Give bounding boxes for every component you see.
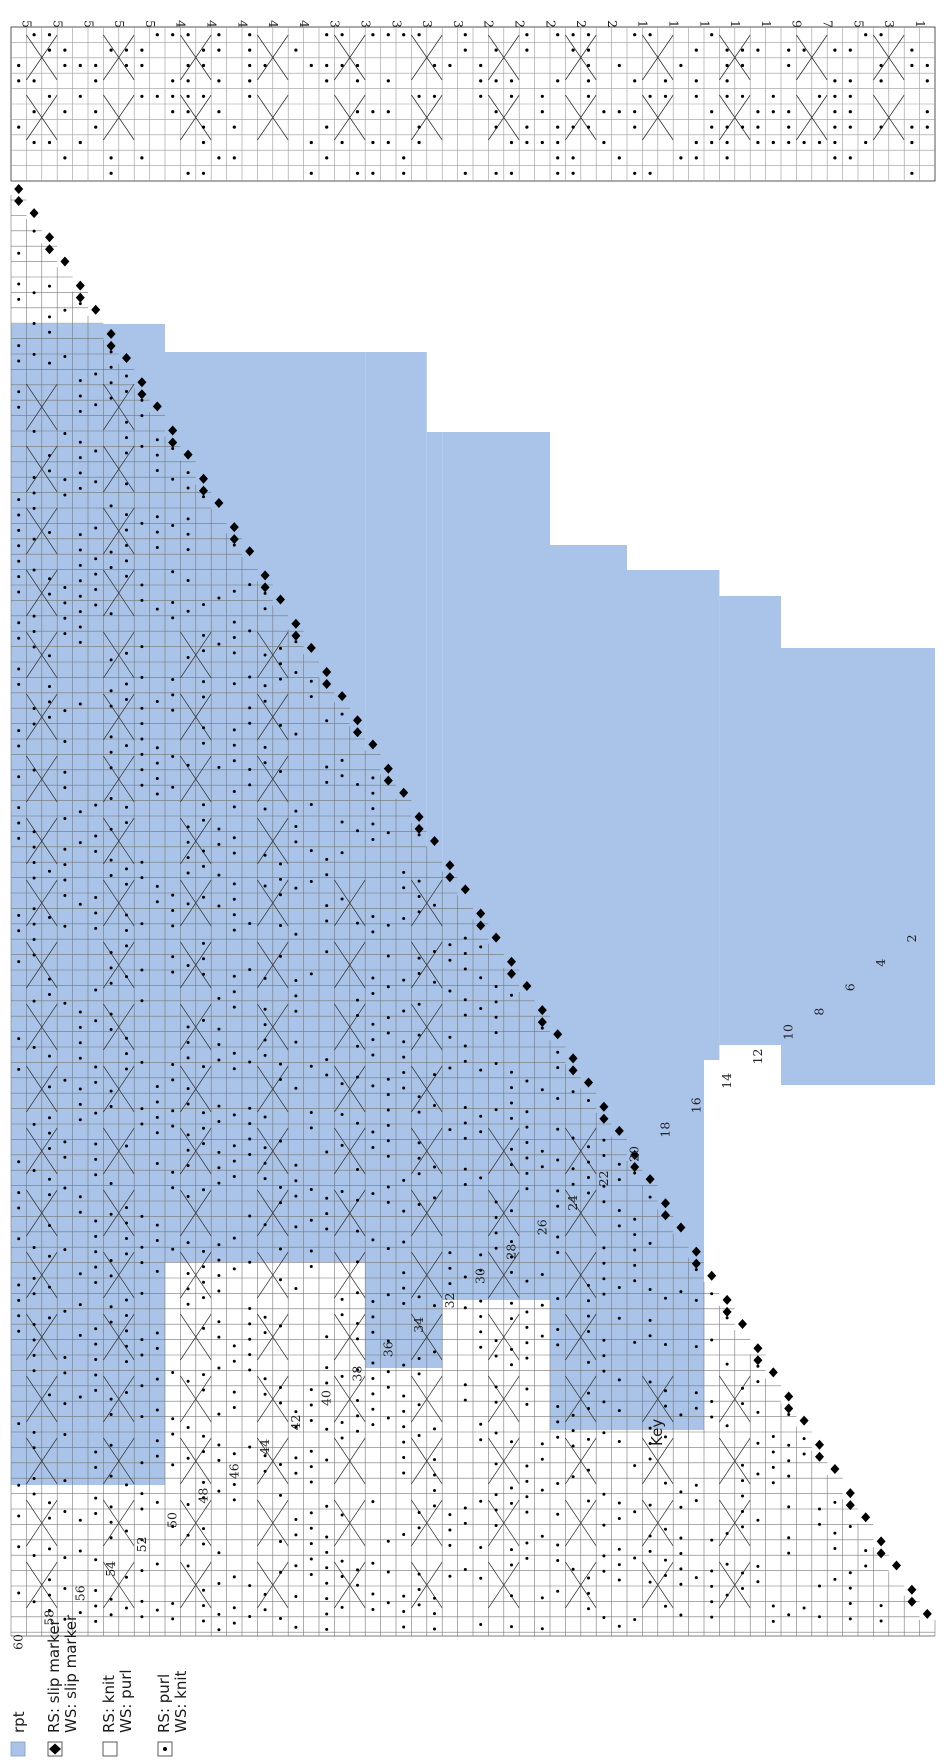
row-number: 22 bbox=[596, 1170, 611, 1186]
row-number: 16 bbox=[688, 1097, 703, 1113]
upper-chart-panel bbox=[11, 27, 935, 181]
key-item-slip-marker: RS: slip marker WS: slip marker bbox=[45, 1614, 80, 1756]
row-number: 44 bbox=[257, 1439, 272, 1455]
row-number: 36 bbox=[380, 1341, 395, 1357]
row-number: 60 bbox=[11, 1634, 26, 1650]
row-number: 18 bbox=[658, 1122, 673, 1138]
row-number: 4 bbox=[873, 959, 888, 967]
row-number: 12 bbox=[750, 1048, 765, 1064]
rpt-swatch bbox=[11, 1742, 25, 1756]
dot-square-icon-dot bbox=[163, 1747, 167, 1751]
key-rpt-label: rpt bbox=[10, 1711, 28, 1733]
row-number: 24 bbox=[565, 1195, 580, 1211]
row-number: 50 bbox=[165, 1512, 180, 1528]
row-number: 52 bbox=[134, 1536, 149, 1552]
row-number: 48 bbox=[196, 1488, 211, 1504]
row-number: 34 bbox=[411, 1317, 426, 1333]
key-purl-rs: RS: purl bbox=[155, 1674, 173, 1733]
key-item-purl: RS: purl WS: knit bbox=[155, 1670, 190, 1756]
key-item-knit: RS: knit WS: purl bbox=[100, 1669, 135, 1756]
key-item-rpt: rpt bbox=[10, 1711, 28, 1756]
row-number: 32 bbox=[442, 1292, 457, 1308]
key-purl-ws: WS: knit bbox=[172, 1670, 190, 1733]
key-title: Key bbox=[648, 1419, 666, 1446]
row-number: 26 bbox=[534, 1219, 549, 1235]
row-number: 46 bbox=[226, 1463, 241, 1479]
row-number: 10 bbox=[781, 1024, 796, 1040]
row-number: 14 bbox=[719, 1073, 734, 1089]
row-number: 2 bbox=[904, 934, 919, 942]
key-slip-marker-rs: RS: slip marker bbox=[45, 1618, 63, 1733]
row-number: 8 bbox=[812, 1008, 827, 1016]
row-number: 54 bbox=[103, 1561, 118, 1577]
row-number: 56 bbox=[72, 1585, 87, 1601]
row-number: 40 bbox=[319, 1390, 334, 1406]
row-number: 38 bbox=[350, 1366, 365, 1382]
lower-chart-panel bbox=[11, 184, 935, 1636]
key-knit-ws: WS: purl bbox=[117, 1669, 135, 1733]
key-slip-marker-ws: WS: slip marker bbox=[62, 1614, 80, 1733]
empty-square-icon bbox=[103, 1742, 117, 1756]
key-knit-rs: RS: knit bbox=[100, 1675, 118, 1733]
row-number: 6 bbox=[842, 983, 857, 991]
row-number: 28 bbox=[504, 1244, 519, 1260]
row-number: 20 bbox=[627, 1146, 642, 1162]
row-number: 42 bbox=[288, 1414, 303, 1430]
row-number: 30 bbox=[473, 1268, 488, 1284]
